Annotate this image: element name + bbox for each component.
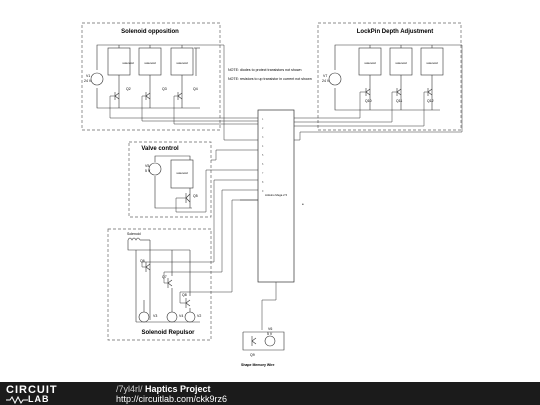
mcu-marker: • bbox=[302, 202, 304, 208]
solenoid-opposition-group bbox=[81, 22, 221, 131]
label-v7-value: 24 V bbox=[322, 79, 330, 83]
note-diodes: NOTE: diodes to protect transistors not … bbox=[228, 68, 302, 72]
lockpin-label-2: solenoid bbox=[395, 61, 407, 65]
label-v1: V1 bbox=[86, 74, 90, 78]
project-url[interactable]: http://circuitlab.com/ckk9rz6 bbox=[116, 394, 228, 404]
label-v5-value: 5 V bbox=[145, 169, 151, 173]
label-q6: Q6 bbox=[140, 259, 145, 263]
group-label-solenoid-repulsor: Solenoid Repulsor bbox=[141, 330, 195, 336]
lockpin-label-3: solenoid bbox=[426, 61, 438, 65]
mcu-label: Arduino Mega 2 5 bbox=[265, 193, 288, 197]
svg-text:3: 3 bbox=[262, 136, 264, 139]
v4-source bbox=[166, 311, 178, 323]
logo-text-top: CIRCUIT bbox=[6, 384, 58, 396]
solenoid-opposition-circuit bbox=[90, 44, 200, 109]
schematic-diagram: Solenoid opposition LockPin Depth Adjust… bbox=[81, 22, 463, 367]
project-user[interactable]: /7yl4rl/ bbox=[116, 384, 143, 394]
label-q9: Q9 bbox=[250, 353, 255, 357]
label-q12: Q12 bbox=[427, 99, 434, 103]
lockpin-depth-group bbox=[317, 22, 462, 131]
v2-source bbox=[184, 311, 196, 323]
solenoid-label-1: solenoid bbox=[122, 61, 134, 65]
label-v7: V7 bbox=[323, 74, 327, 78]
svg-text:8: 8 bbox=[262, 181, 264, 184]
solenoid-box-3 bbox=[170, 47, 194, 76]
label-solenoid: Solenoid bbox=[127, 232, 141, 236]
label-q11: Q11 bbox=[396, 99, 402, 103]
shape-memory-circuit bbox=[242, 331, 285, 351]
svg-text:5: 5 bbox=[262, 154, 264, 157]
label-q4: Q4 bbox=[193, 87, 198, 91]
group-label-valve-control: Valve control bbox=[141, 146, 179, 152]
label-v3: V3 bbox=[153, 314, 157, 318]
footer-bar: CIRCUIT LAB /7yl4rl/ Haptics Project htt… bbox=[0, 382, 540, 405]
svg-text:1: 1 bbox=[262, 118, 264, 121]
label-q10: Q10 bbox=[365, 99, 372, 103]
svg-text:4: 4 bbox=[262, 145, 264, 148]
project-name: Haptics Project bbox=[145, 384, 211, 394]
v3-source bbox=[138, 311, 150, 323]
svg-text:2: 2 bbox=[262, 127, 264, 130]
valve-label: solenoid bbox=[176, 171, 188, 175]
valve-control-group bbox=[128, 141, 212, 218]
project-title: /7yl4rl/ Haptics Project bbox=[116, 384, 211, 394]
svg-text:6: 6 bbox=[262, 163, 264, 166]
solenoid-repulsor-circuit bbox=[127, 237, 200, 323]
svg-text:7: 7 bbox=[262, 172, 264, 175]
label-q5: Q5 bbox=[193, 194, 198, 198]
label-v1-value: 24 V bbox=[84, 79, 92, 83]
label-v6: V6 bbox=[268, 327, 272, 331]
lockpin-label-1: solenoid bbox=[364, 61, 376, 65]
valve-box bbox=[170, 159, 194, 189]
solenoid-label-3: solenoid bbox=[176, 61, 188, 65]
label-v4: V4 bbox=[179, 314, 183, 318]
label-q3: Q3 bbox=[162, 87, 167, 91]
group-label-solenoid-opposition: Solenoid opposition bbox=[121, 29, 179, 35]
lockpin-depth-circuit bbox=[328, 44, 444, 111]
label-shape-memory-wire: Shape Memory Wire bbox=[241, 363, 274, 367]
label-v6-value: 5 V bbox=[267, 332, 273, 336]
resistor-squiggle-icon bbox=[6, 396, 28, 404]
control-wires bbox=[109, 44, 463, 330]
circuitlab-logo[interactable]: CIRCUIT LAB bbox=[6, 384, 64, 404]
svg-text:9: 9 bbox=[262, 190, 264, 193]
v6-source bbox=[264, 335, 276, 347]
mcu-pin-labels: 1 2 3 4 5 6 7 8 9 bbox=[262, 118, 264, 193]
note-resistors: NOTE: resistors to up transistor in curr… bbox=[228, 77, 312, 81]
solenoid-box-1 bbox=[107, 47, 131, 76]
label-q7: Q7 bbox=[162, 275, 167, 279]
solenoid-repulsor-group bbox=[107, 228, 212, 341]
label-v5: V5 bbox=[145, 164, 149, 168]
label-q8: Q8 bbox=[182, 293, 187, 297]
label-q2: Q2 bbox=[126, 87, 131, 91]
solenoid-box-2 bbox=[138, 47, 162, 76]
label-v2: V2 bbox=[197, 314, 201, 318]
group-label-lockpin-depth: LockPin Depth Adjustment bbox=[357, 29, 433, 35]
solenoid-label-2: solenoid bbox=[144, 61, 156, 65]
coil-icon bbox=[127, 237, 141, 241]
logo-text-bottom: LAB bbox=[28, 394, 50, 404]
valve-control-circuit bbox=[148, 155, 194, 209]
